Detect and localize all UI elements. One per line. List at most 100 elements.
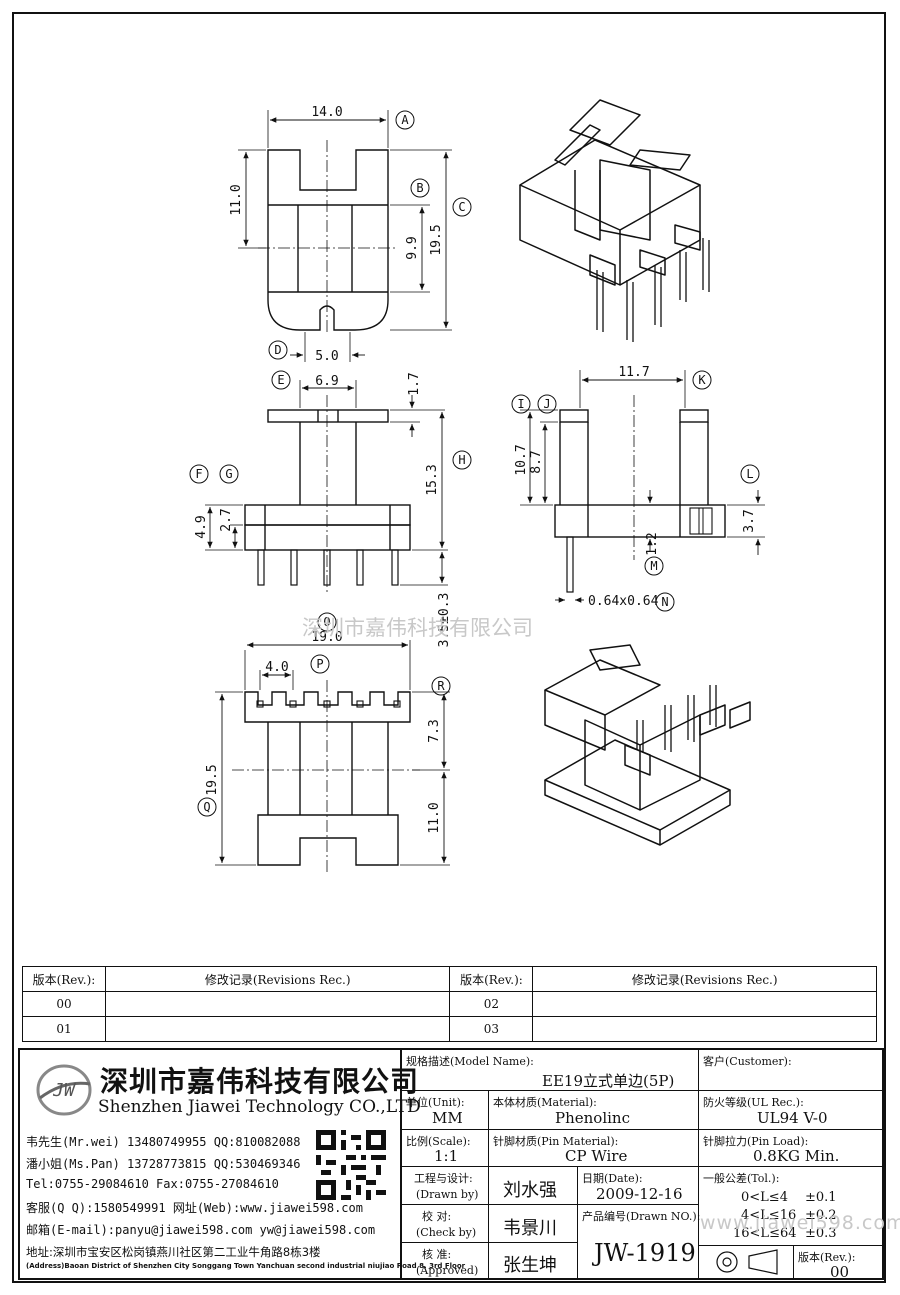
rev-cell: 03 xyxy=(449,1016,534,1042)
qr-code-icon xyxy=(316,1130,386,1200)
callout-k: K xyxy=(698,373,706,387)
drawn-label-en: (Drawn by) xyxy=(416,1188,479,1201)
callout-b: B xyxy=(416,181,423,195)
material-cell: 本体材质(Material): Phenolinc xyxy=(488,1090,699,1130)
revision-table: 版本(Rev.): 修改记录(Revisions Rec.) 版本(Rev.):… xyxy=(22,966,877,1042)
dimension-labels: 14.0 11.0 9.9 19.5 5.0 6.9 1.7 15.3 4.9 … xyxy=(194,105,757,834)
drawn-no-cell: 产品编号(Drawn NO.): JW-1919 xyxy=(577,1204,701,1280)
check-label-cn: 校 对: xyxy=(422,1210,452,1223)
drawn-label-cell: 工程与设计: (Drawn by) xyxy=(401,1166,489,1205)
pin-load-value: 0.8KG Min. xyxy=(753,1147,840,1165)
pin-material-value: CP Wire xyxy=(565,1147,628,1165)
address-cn: 地址:深圳市宝安区松岗镇燕川社区第二工业牛角路8栋3楼 xyxy=(26,1245,321,1259)
pin-load-label: 针脚拉力(Pin Load): xyxy=(703,1135,809,1148)
ul-cell: 防火等级(UL Rec.): UL94 V-0 xyxy=(698,1090,884,1130)
check-value-cell: 韦景川 xyxy=(488,1204,578,1243)
customer-cell: 客户(Customer): xyxy=(698,1049,884,1091)
callout-letters: A B C D E F G H I J K L M N O P Q R xyxy=(195,113,753,814)
callout-o: O xyxy=(323,615,330,629)
approved-value: 张生坤 xyxy=(503,1255,557,1276)
dim-front-height: 15.3 xyxy=(425,464,440,495)
isometric-view-bottom xyxy=(544,644,751,846)
side-view xyxy=(520,370,765,603)
dim-pin-pitch: 4.0 xyxy=(265,660,288,675)
check-label-en: (Check by) xyxy=(416,1226,477,1239)
front-view xyxy=(205,380,448,595)
technical-drawing: 14.0 11.0 9.9 19.5 5.0 6.9 1.7 15.3 4.9 … xyxy=(189,99,765,875)
contact-pan: 潘小姐(Ms.Pan) 13728773815 QQ:530469346 xyxy=(26,1157,301,1171)
tol-range-1: 0<L≤4 xyxy=(741,1190,788,1205)
callout-f: F xyxy=(195,467,202,481)
dim-pin-size: 0.64x0.64 xyxy=(588,594,659,609)
bottom-view xyxy=(215,640,450,875)
tol-value-1: ±0.1 xyxy=(805,1190,837,1205)
projection-symbol-icon xyxy=(716,1249,778,1275)
dim-base-thick: 4.9 xyxy=(194,515,209,538)
svg-text:JW: JW xyxy=(52,1080,77,1101)
dim-top-height: 11.0 xyxy=(229,184,244,215)
tol-value-2: ±0.2 xyxy=(805,1208,837,1223)
company-name-en: Shenzhen Jiawei Technology CO.,LTD xyxy=(98,1097,421,1117)
contact-tel-fax: Tel:0755-29084610 Fax:0755-27084610 xyxy=(26,1177,279,1191)
unit-label: 单位(Unit): xyxy=(406,1096,465,1109)
watermark-corner: www.jiawei598.com xyxy=(700,1212,900,1234)
watermark-center: 深圳市嘉伟科技有限公司 xyxy=(302,616,533,640)
rev-cell xyxy=(532,991,877,1017)
drawn-no-value: JW-1919 xyxy=(594,1239,696,1267)
sheet-border xyxy=(12,12,886,1283)
dim-front-slot: 6.9 xyxy=(315,374,338,389)
callout-m: M xyxy=(650,559,657,573)
contact-email: 邮箱(E-mail):panyu@jiawei598.com yw@jiawei… xyxy=(26,1223,376,1237)
callout-markers xyxy=(189,110,760,817)
model-cell: 规格描述(Model Name): EE19立式单边(5P) xyxy=(401,1049,699,1091)
isometric-view-top xyxy=(519,99,710,342)
dim-top-width: 14.0 xyxy=(311,105,342,120)
callout-r: R xyxy=(437,679,445,693)
callout-c: C xyxy=(458,200,465,214)
pin-load-cell: 针脚拉力(Pin Load): 0.8KG Min. xyxy=(698,1129,884,1167)
dim-side-width: 11.7 xyxy=(618,365,649,380)
dim-bottom-total: 19.5 xyxy=(205,764,220,795)
projection-cell xyxy=(698,1245,794,1280)
dim-bottom-upper: 7.3 xyxy=(427,719,442,742)
rev-record-header: 修改记录(Revisions Rec.) xyxy=(104,966,451,992)
drawn-no-label: 产品编号(Drawn NO.): xyxy=(582,1210,701,1223)
tol-label: 一般公差(Tol.): xyxy=(703,1172,780,1185)
dim-pin-length: 3.5±0.3 xyxy=(437,593,452,648)
tolerance-cell: 一般公差(Tol.): 0<L≤4 ±0.1 4<L≤16 ±0.2 16<L≤… xyxy=(698,1166,884,1246)
ul-value: UL94 V-0 xyxy=(757,1109,828,1127)
dim-side-h2: 8.7 xyxy=(529,450,544,473)
drawn-value-cell: 刘水强 xyxy=(488,1166,578,1205)
callout-d: D xyxy=(274,343,281,357)
check-label-cell: 校 对: (Check by) xyxy=(401,1204,489,1243)
rev-cell: 02 xyxy=(449,991,534,1017)
customer-label: 客户(Customer): xyxy=(703,1055,792,1068)
approved-label-en: (Approved) xyxy=(416,1264,479,1277)
rev-cell: 00 xyxy=(22,991,106,1017)
contact-web: 客服(Q Q):1580549991 网址(Web):www.jiawei598… xyxy=(26,1201,363,1215)
dim-slot-width: 5.0 xyxy=(315,349,338,364)
contact-wei: 韦先生(Mr.wei) 13480749955 QQ:810082088 xyxy=(26,1135,301,1149)
tol-value-3: ±0.3 xyxy=(805,1226,837,1241)
dim-bottom-width: 19.0 xyxy=(311,630,342,645)
drawn-label-cn: 工程与设计: xyxy=(414,1172,473,1185)
rev-value: 00 xyxy=(830,1263,850,1281)
dim-total-height: 19.5 xyxy=(429,224,444,255)
rev-header: 版本(Rev.): xyxy=(22,966,106,992)
rev-cell xyxy=(104,991,451,1017)
model-label: 规格描述(Model Name): xyxy=(406,1055,534,1068)
check-value: 韦景川 xyxy=(503,1218,557,1239)
address-en: (Address)Baoan District of Shenzhen City… xyxy=(26,1262,466,1270)
pin-material-label: 针脚材质(Pin Material): xyxy=(493,1135,619,1148)
rev-cell: 版本(Rev.): 00 xyxy=(793,1245,884,1281)
callout-a: A xyxy=(401,113,409,127)
callout-e: E xyxy=(277,373,284,387)
model-value: EE19立式单边(5P) xyxy=(542,1072,675,1090)
company-name-cn: 深圳市嘉伟科技有限公司 xyxy=(100,1065,420,1098)
dim-inner-height: 9.9 xyxy=(405,236,420,259)
tol-range-3: 16<L≤64 xyxy=(733,1226,797,1241)
material-value: Phenolinc xyxy=(555,1109,630,1127)
rev-cell: 01 xyxy=(22,1016,106,1042)
scale-value: 1:1 xyxy=(434,1147,459,1165)
